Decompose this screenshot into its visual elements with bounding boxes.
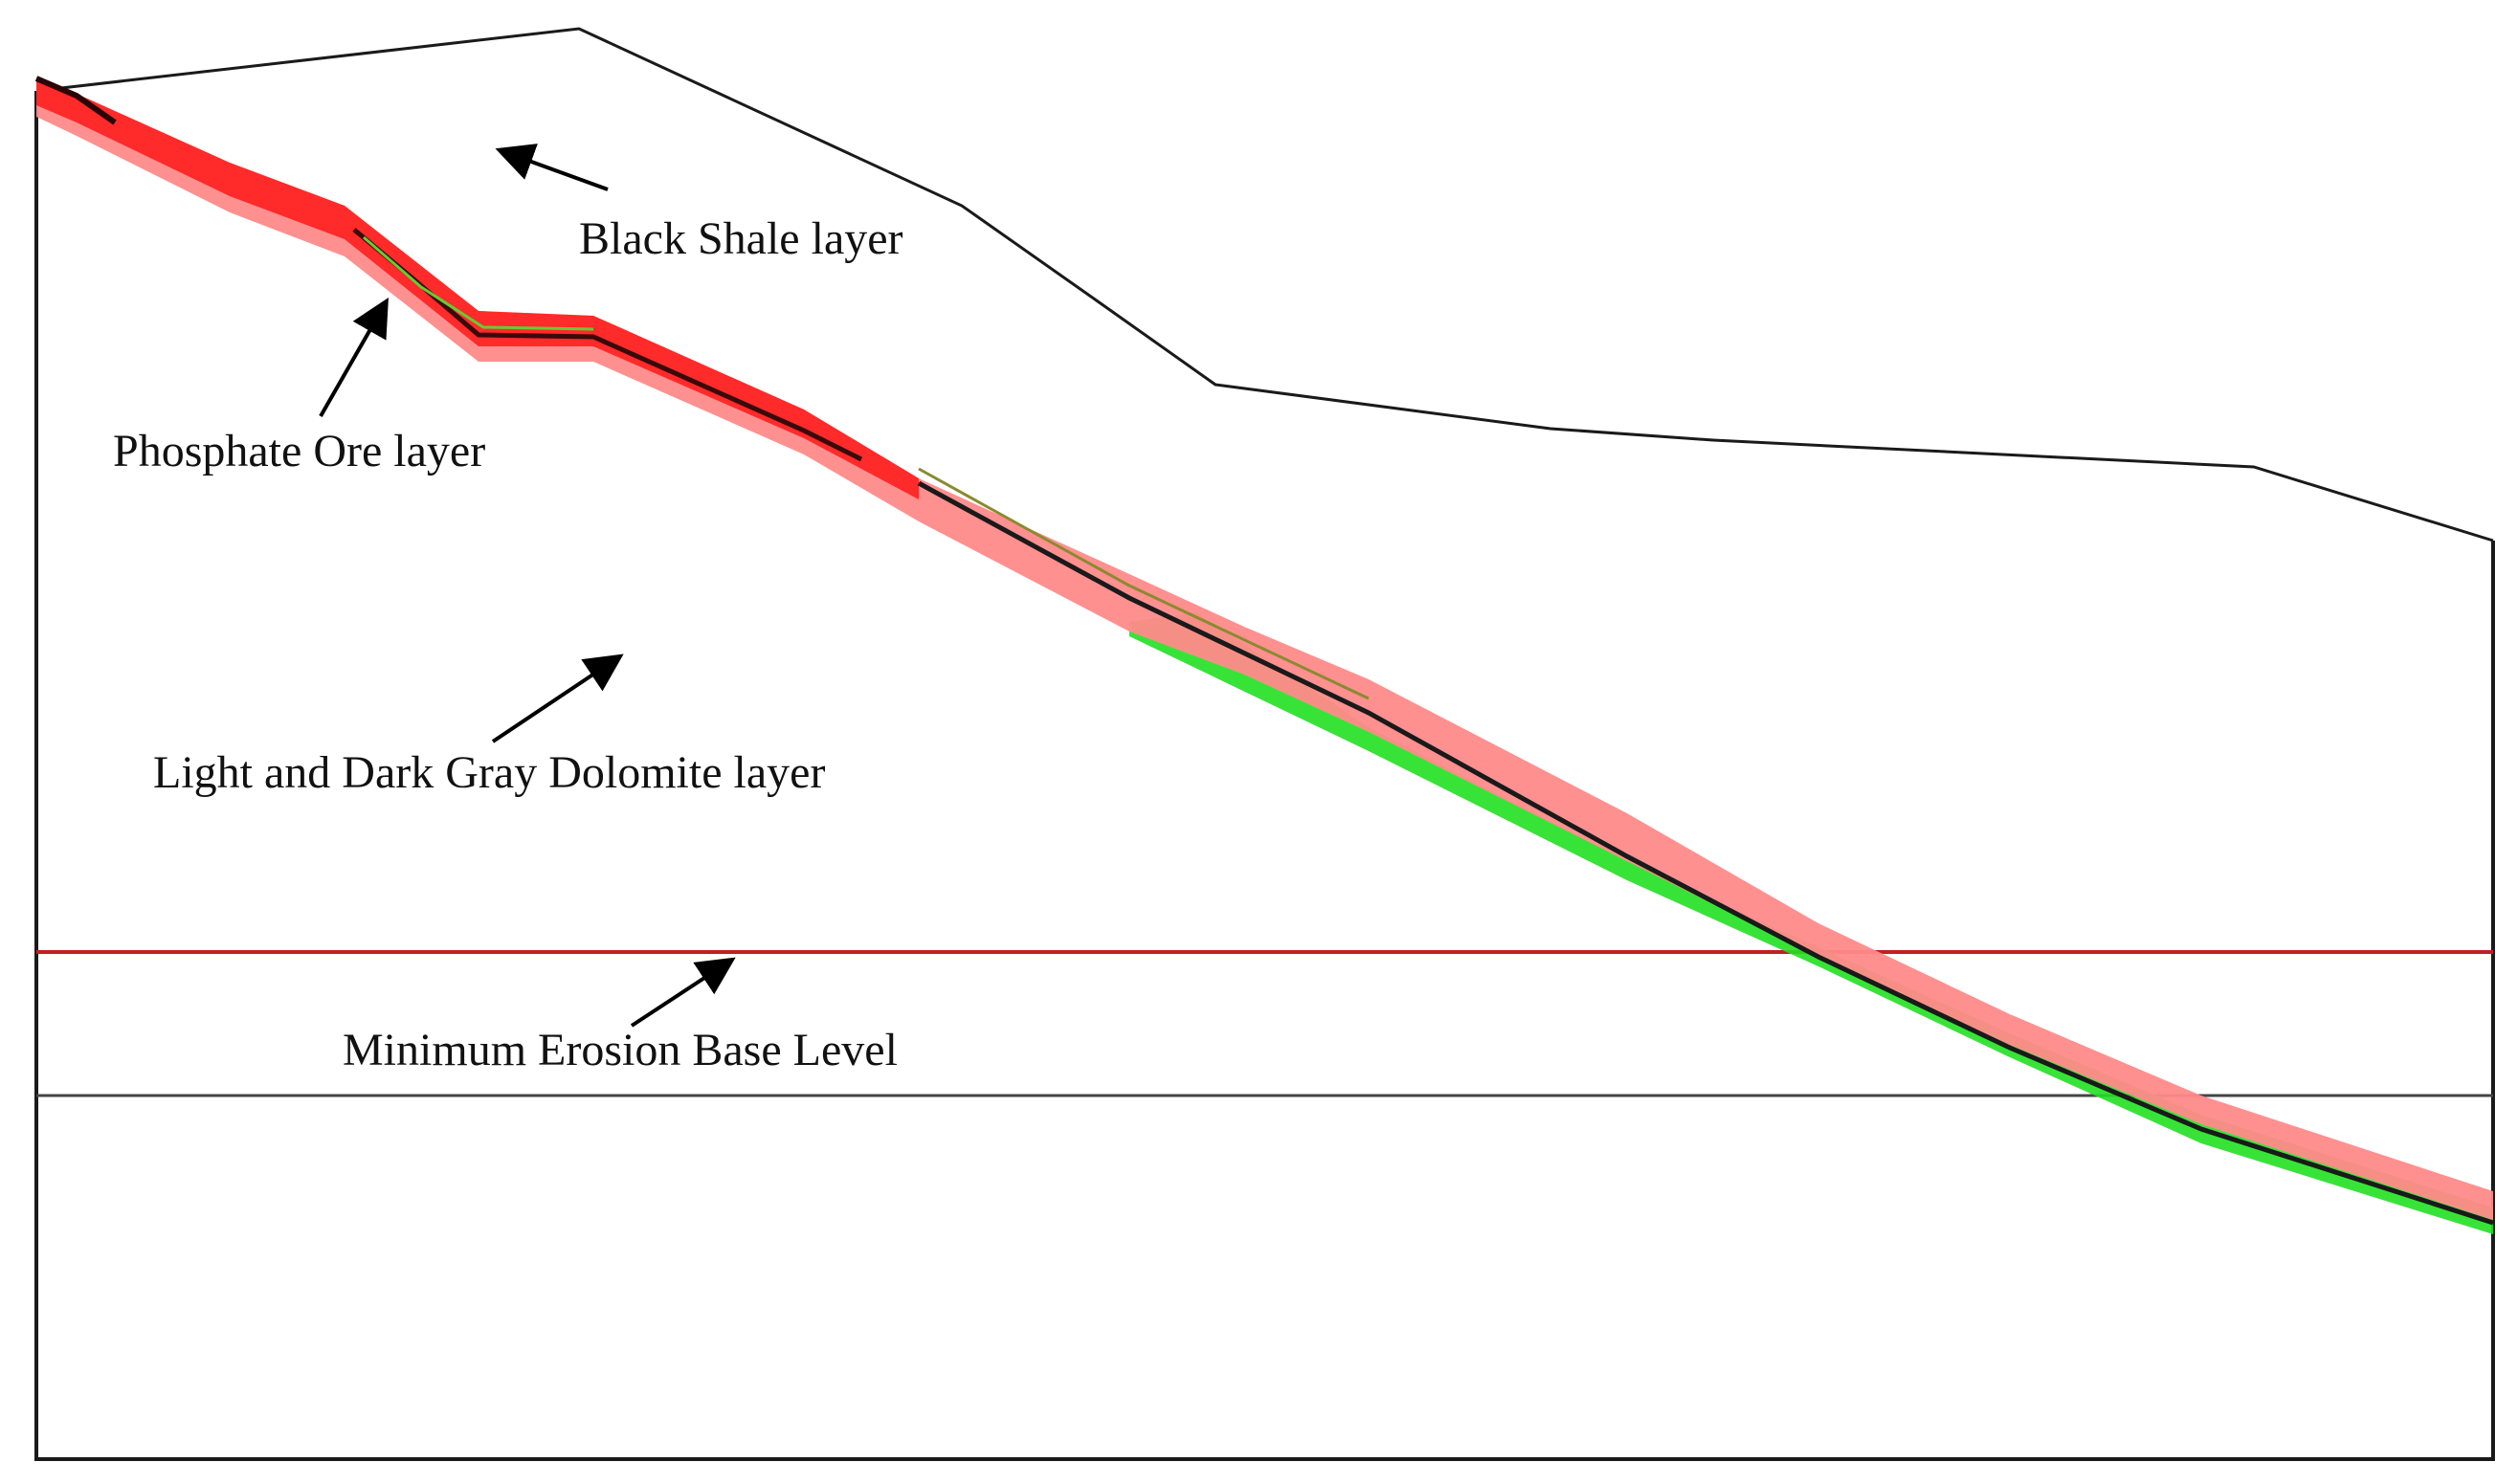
label-black-shale: Black Shale layer bbox=[579, 213, 903, 264]
arrow-black-shale bbox=[495, 144, 609, 191]
arrow-dolomite bbox=[491, 653, 624, 743]
ore-layer-red-section bbox=[36, 78, 919, 499]
ore-dark-seam-mid bbox=[917, 480, 2494, 1226]
ground-surface-line bbox=[35, 27, 2494, 543]
label-phosphate-ore: Phosphate Ore layer bbox=[113, 426, 485, 476]
model-boundary bbox=[34, 91, 2495, 1461]
ore-dark-seam-upper bbox=[34, 76, 117, 125]
label-erosion-base: Minimum Erosion Base Level bbox=[343, 1025, 898, 1075]
label-dolomite: Light and Dark Gray Dolomite layer bbox=[153, 747, 825, 798]
ore-green-seam-fold bbox=[363, 235, 594, 331]
ore-olive-seam-mid bbox=[918, 467, 1370, 700]
arrow-erosion-base bbox=[630, 957, 736, 1028]
ore-dark-seam-fold bbox=[352, 228, 863, 462]
arrow-phosphate-ore bbox=[319, 298, 389, 417]
